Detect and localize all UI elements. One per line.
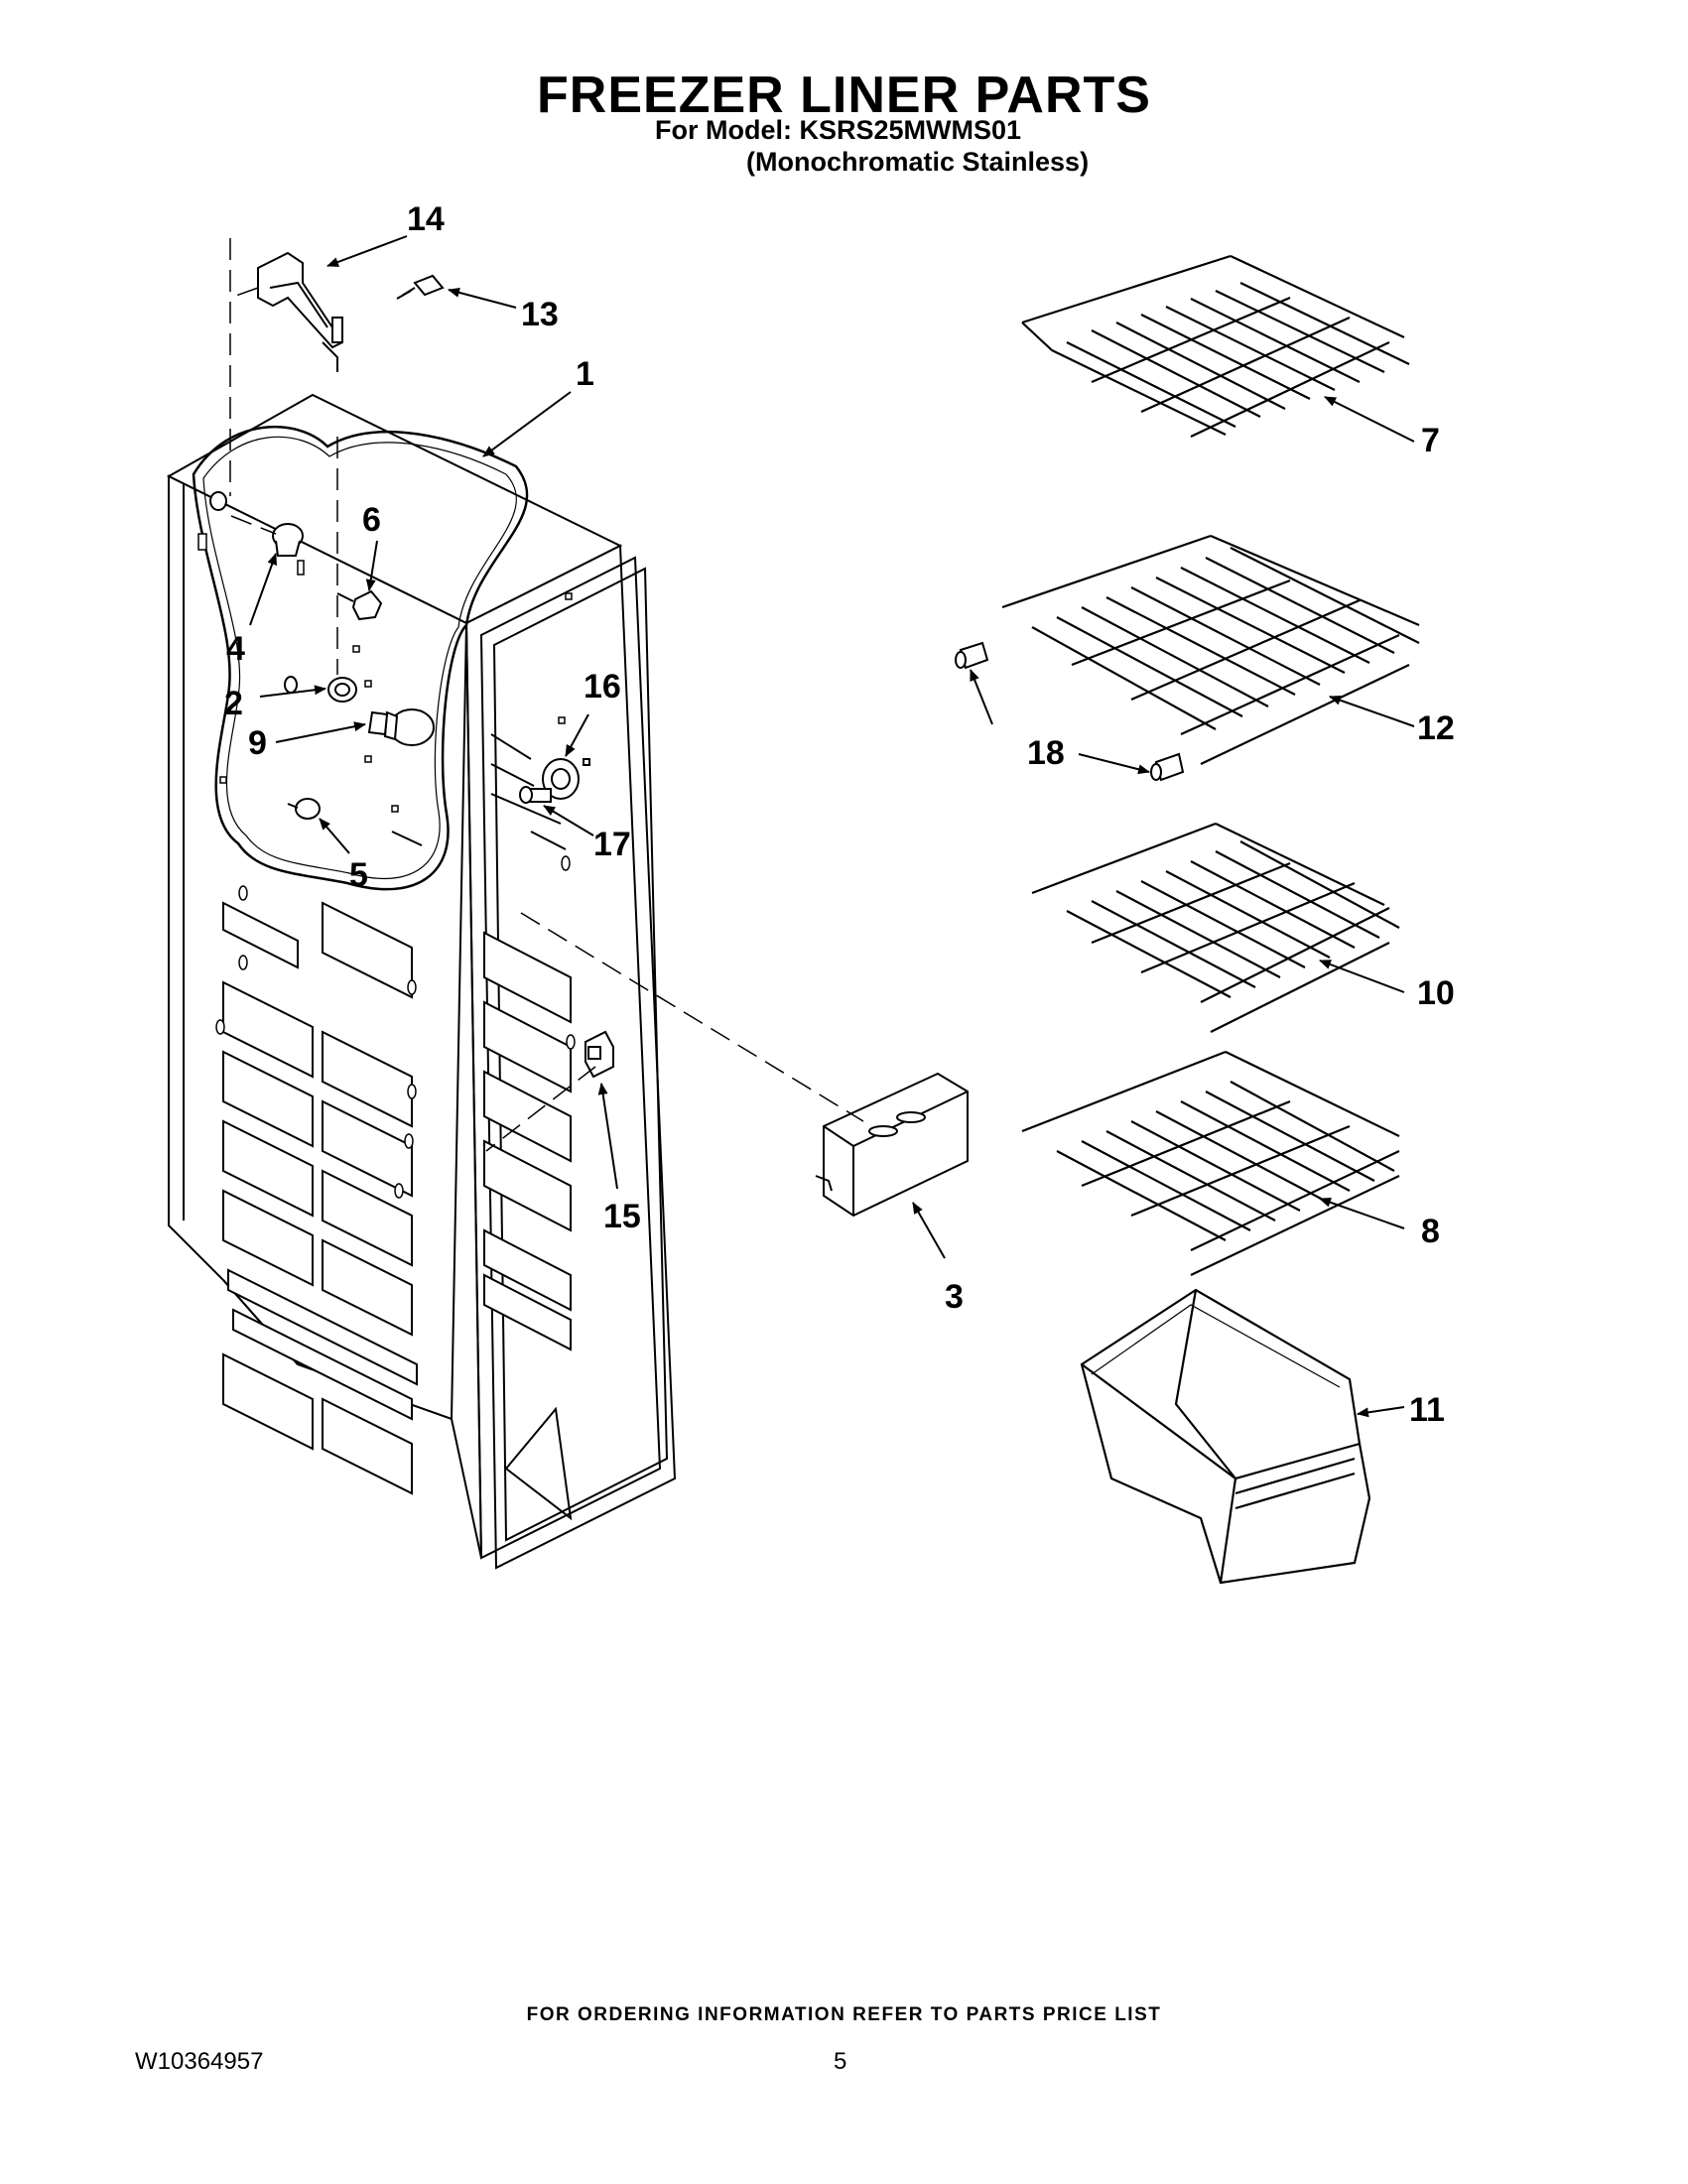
callout-6: 6 [362, 501, 381, 539]
part-4-knob [209, 491, 304, 557]
callout-11: 11 [1409, 1391, 1445, 1429]
part-3-cover [815, 1072, 969, 1218]
callout-12: 12 [1417, 709, 1455, 747]
callout-7: 7 [1421, 422, 1440, 459]
model-variant: (Monochromatic Stainless) [746, 147, 1090, 177]
callout-13: 13 [521, 296, 559, 333]
part-13-screw [396, 274, 445, 300]
part-15-connector [584, 1030, 614, 1079]
part-16-17-pivot [519, 758, 590, 804]
callout-5: 5 [349, 856, 368, 894]
callout-14: 14 [407, 200, 445, 238]
part-5-plug [287, 798, 321, 820]
callout-1: 1 [576, 355, 594, 393]
callout-2: 2 [224, 685, 243, 722]
part-2-socket [284, 676, 357, 703]
part-6-clip [336, 589, 383, 621]
ordering-note: FOR ORDERING INFORMATION REFER TO PARTS … [526, 2004, 1162, 2025]
shelf-8 [1021, 1050, 1400, 1276]
callout-3: 3 [945, 1278, 964, 1316]
shelf-7 [1021, 254, 1410, 438]
callout-10: 10 [1417, 974, 1455, 1012]
page-number: 5 [834, 2048, 847, 2075]
freezer-liner [166, 393, 677, 1570]
part-18-shelf-supports [955, 641, 1185, 782]
leader-arrows [249, 235, 1415, 1418]
assembly-lines [229, 238, 864, 1152]
callout-4: 4 [226, 630, 245, 668]
page-title: FREEZER LINER PARTS [537, 66, 1151, 124]
shelf-12 [1001, 534, 1420, 765]
document-number: W10364957 [135, 2048, 264, 2075]
callout-numbers: 14 13 1 6 4 2 9 5 16 17 15 3 7 12 18 10 … [224, 200, 1455, 1429]
part-14-bracket [257, 251, 343, 372]
part-9-bulb [367, 708, 435, 746]
callout-18: 18 [1027, 734, 1065, 772]
callout-9: 9 [248, 724, 267, 762]
shelf-10 [1031, 822, 1400, 1033]
model-number: For Model: KSRS25MWMS01 [655, 115, 1022, 145]
callout-15: 15 [603, 1198, 641, 1235]
callout-16: 16 [584, 668, 621, 706]
callout-17: 17 [593, 826, 631, 863]
callout-8: 8 [1421, 1213, 1440, 1250]
part-11-bin [1080, 1288, 1371, 1585]
